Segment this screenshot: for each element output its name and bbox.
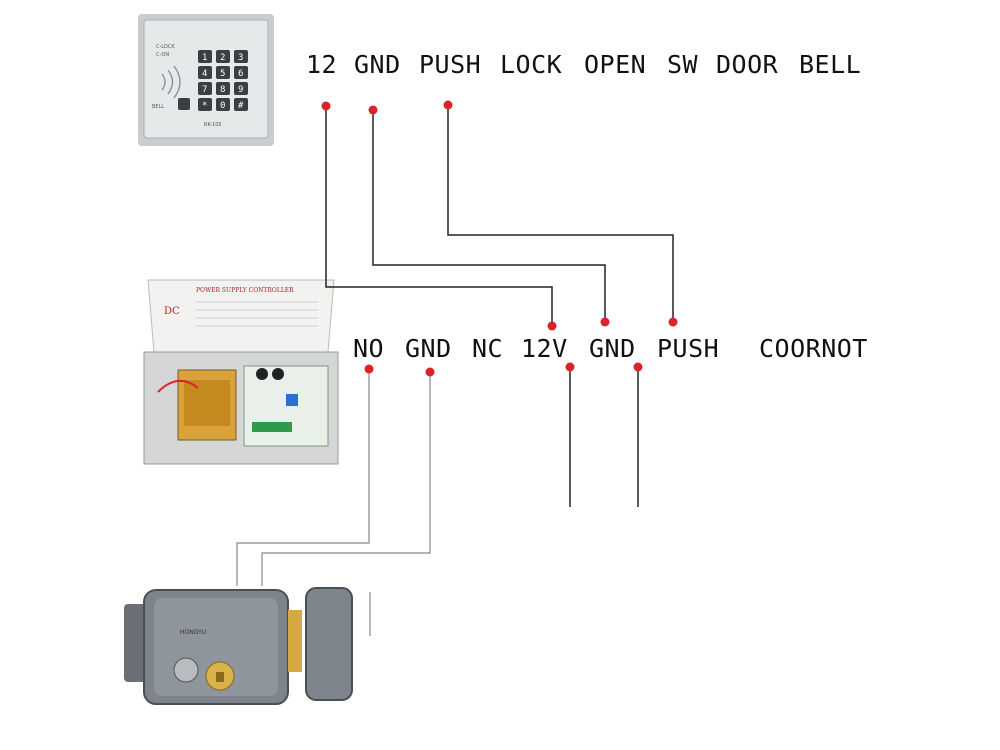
key: #	[238, 101, 244, 111]
psu-terminal-12v: 12V	[521, 334, 568, 363]
keypad-terminal-12: 12	[306, 50, 338, 79]
dot-psu-gnd	[425, 367, 435, 377]
key: 9	[238, 85, 243, 95]
psu-terminal-nc: NC	[472, 334, 504, 363]
wire-no-to-lock	[236, 369, 370, 586]
key: 4	[202, 69, 207, 79]
psu-terminal-coornot: COORNOT	[759, 334, 868, 363]
wire-push-to-push	[447, 105, 674, 322]
key: 1	[202, 53, 207, 63]
keypad-terminal-bell: BELL	[799, 50, 862, 79]
dot-psu-12v-in	[547, 321, 557, 331]
keypad-led-on: C-ON	[156, 52, 169, 58]
key: 2	[220, 53, 225, 63]
keypad-bell-label: BELL	[152, 104, 164, 110]
wire-12-to-12v	[325, 106, 553, 326]
dot-keypad-push	[443, 100, 453, 110]
keypad-terminal-push: PUSH	[419, 50, 482, 79]
wire-gnd-to-gnd	[372, 110, 606, 322]
psu-terminal-gnd-2: GND	[589, 334, 636, 363]
keypad-terminal-door: DOOR	[716, 50, 779, 79]
key: 3	[238, 53, 243, 63]
key: 6	[238, 69, 243, 79]
keypad-led-lock: C-LOCK	[156, 44, 175, 50]
keypad-terminal-gnd: GND	[354, 50, 401, 79]
key: 7	[202, 85, 207, 95]
keypad-device: C-LOCK C-ON 1 2 3 4 5 6 7 8 9 * 0 # BELL…	[138, 14, 274, 146]
keypad-model: RK-105	[204, 122, 222, 128]
dot-psu-12v-out	[565, 362, 575, 372]
dot-keypad-gnd	[368, 105, 378, 115]
psu-title: POWER SUPPLY CONTROLLER	[196, 287, 294, 294]
lock-brand: HONGYU	[180, 629, 206, 636]
wire-gnd-to-lock	[261, 372, 431, 586]
dot-keypad-12	[321, 101, 331, 111]
dot-psu-gnd-out	[633, 362, 643, 372]
keypad-terminal-open: OPEN	[584, 50, 647, 79]
dot-psu-push-in	[668, 317, 678, 327]
psu-logo: DC	[164, 306, 180, 317]
psu-terminal-no: NO	[353, 334, 385, 363]
key: 0	[220, 101, 225, 111]
dot-psu-no	[364, 364, 374, 374]
key: 5	[220, 69, 225, 79]
keypad-keys: 1 2 3 4 5 6 7 8 9 * 0 #	[198, 50, 248, 111]
key: *	[202, 101, 207, 111]
power-supply-device: POWER SUPPLY CONTROLLER DC	[143, 279, 339, 465]
psu-terminal-gnd: GND	[405, 334, 452, 363]
psu-terminal-push: PUSH	[657, 334, 720, 363]
key: 8	[220, 85, 225, 95]
keypad-terminal-sw: SW	[667, 50, 699, 79]
electric-lock-device: HONGYU	[124, 587, 353, 705]
keypad-terminal-lock: LOCK	[500, 50, 563, 79]
dot-psu-gnd-in	[600, 317, 610, 327]
